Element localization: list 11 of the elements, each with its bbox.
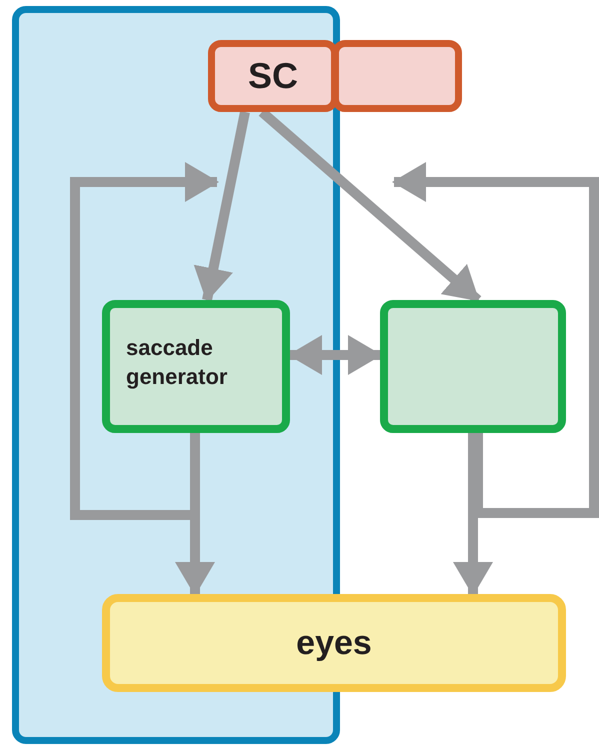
arrow [194,111,250,302]
empty-box [380,300,566,433]
node-label: saccade generator [126,334,228,391]
node-label: SC [248,54,298,98]
output-box [102,594,566,692]
process-box [102,300,290,433]
node-label: eyes [296,622,372,664]
arrow [453,433,493,596]
arrow [288,335,382,375]
arrow [392,162,599,518]
arrow [70,162,219,520]
